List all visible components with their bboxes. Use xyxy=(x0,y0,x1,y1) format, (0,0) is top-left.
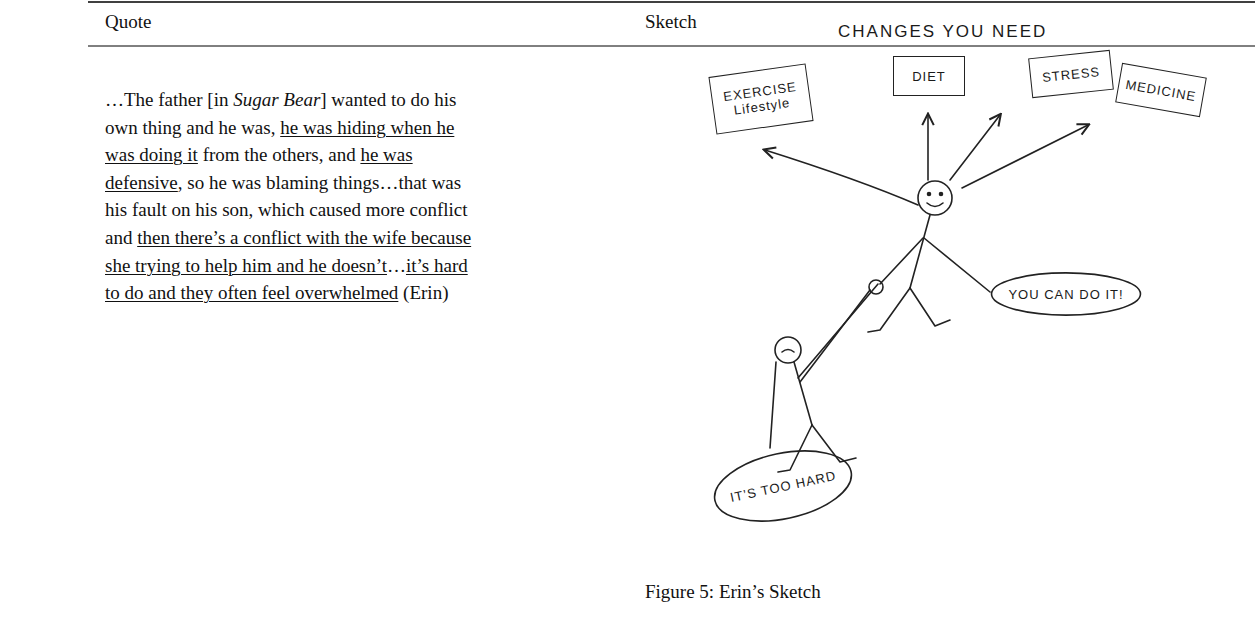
figure-body xyxy=(910,215,930,288)
figure-frown xyxy=(782,350,794,353)
table-header: Quote xyxy=(105,10,151,34)
figure-leg xyxy=(812,425,856,462)
figure-leg xyxy=(910,288,950,326)
figure-eye xyxy=(940,193,943,196)
arrow-line xyxy=(962,125,1088,188)
arrow-line xyxy=(765,150,918,205)
table-header-rule xyxy=(88,46,1255,47)
arrow-line xyxy=(950,115,1000,180)
sketch-box: EXERCISELifestyle xyxy=(708,63,813,134)
figure-leg xyxy=(778,425,812,472)
table-header: Sketch xyxy=(645,10,697,34)
figure-arm xyxy=(800,290,870,382)
sketch-title: CHANGES YOU NEED xyxy=(838,20,1047,44)
sketch-text: YOU CAN DO IT! xyxy=(1008,287,1123,302)
quote-part: … xyxy=(387,255,406,276)
bubble-ellipse xyxy=(708,440,858,533)
figure-head xyxy=(918,181,952,215)
sketch-box: MEDICINE xyxy=(1115,63,1207,117)
sketch-text: IT’S TOO HARD xyxy=(729,467,838,504)
speech-bubble: YOU CAN DO IT! xyxy=(990,272,1142,316)
sketch-text: MEDICINE xyxy=(1124,76,1197,103)
sketch-text: DIET xyxy=(912,69,946,84)
quote-part: (Erin) xyxy=(398,282,448,303)
sketch-box: STRESS xyxy=(1028,50,1114,98)
sketch-box: DIET xyxy=(893,56,965,96)
bubble-tail xyxy=(770,362,776,448)
figure-head xyxy=(775,337,801,363)
sketch-text: STRESS xyxy=(1041,64,1100,85)
bubble-ellipse xyxy=(992,273,1141,315)
figure-arm xyxy=(924,238,990,292)
figure-eye xyxy=(928,193,931,196)
quote-part: Sugar Bear xyxy=(233,89,320,110)
table-top-rule xyxy=(88,1,1255,2)
joined-hands xyxy=(869,280,883,294)
quote-part: …The father [in xyxy=(105,89,233,110)
figure-arm xyxy=(880,238,923,284)
quote-text: …The father [in Sugar Bear] wanted to do… xyxy=(105,86,483,307)
figure-caption: Figure 5: Erin’s Sketch xyxy=(645,580,821,604)
speech-bubble: IT’S TOO HARD xyxy=(706,438,859,534)
quote-part: from the others, and xyxy=(198,144,361,165)
figure-smile xyxy=(927,203,943,207)
arrow-line xyxy=(927,115,929,180)
